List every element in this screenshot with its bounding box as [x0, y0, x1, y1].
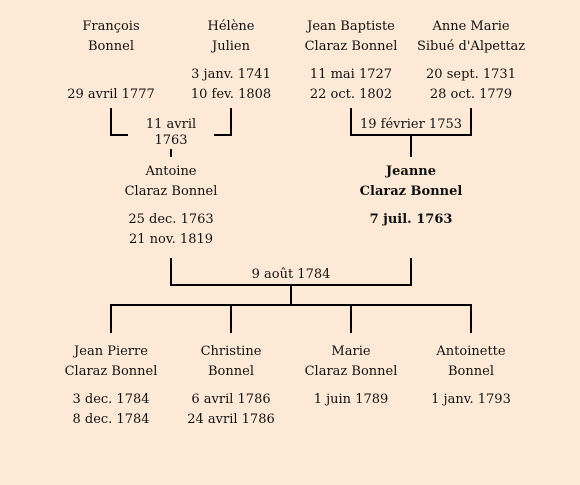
- person-death-date: 22 oct. 1802: [309, 87, 393, 102]
- person-name-last: Claraz Bonnel: [304, 364, 398, 379]
- person-death-date: 8 dec. 1784: [72, 412, 150, 427]
- person-name-first: François: [82, 19, 140, 34]
- person-name-last: Bonnel: [448, 364, 494, 379]
- person-francois-bonnel: François Bonnel 29 avril 1777: [46, 17, 176, 105]
- person-name-first: Antoinette: [436, 344, 506, 359]
- person-death-date: 21 nov. 1819: [128, 232, 214, 247]
- person-name-last: Bonnel: [88, 39, 134, 54]
- person-birth-date: [46, 65, 176, 85]
- person-name-last: Claraz Bonnel: [64, 364, 158, 379]
- person-birth-date: 6 avril 1786: [191, 392, 271, 407]
- person-name-last: Julien: [212, 39, 250, 54]
- person-name-last: Claraz Bonnel: [304, 39, 398, 54]
- person-jean-pierre-claraz-bonnel: Jean Pierre Claraz Bonnel 3 dec. 1784 8 …: [46, 342, 176, 430]
- person-birth-date: 3 janv. 1741: [191, 67, 271, 82]
- person-marie-claraz-bonnel: Marie Claraz Bonnel 1 juin 1789: [286, 342, 416, 410]
- person-name-first: Christine: [200, 344, 262, 359]
- marriage-date-left: 11 avril 1763: [128, 117, 214, 149]
- person-name-first: Jeanne: [385, 164, 437, 179]
- marriage-date-right: 19 février 1753: [357, 117, 465, 133]
- person-name-first: Jean Pierre: [74, 344, 148, 359]
- person-name-first: Antoine: [145, 164, 197, 179]
- person-name-first: Marie: [331, 344, 371, 359]
- person-christine-bonnel: Christine Bonnel 6 avril 1786 24 avril 1…: [166, 342, 296, 430]
- person-death-date: 24 avril 1786: [187, 412, 275, 427]
- person-name-first: Jean Baptiste: [307, 19, 395, 34]
- marriage-date-parents: 9 août 1784: [248, 267, 334, 283]
- person-jeanne-claraz-bonnel: Jeanne Claraz Bonnel 7 juil. 1763: [346, 162, 476, 230]
- person-death-date: 10 fev. 1808: [190, 87, 272, 102]
- person-birth-date: 25 dec. 1763: [128, 212, 214, 227]
- person-name-last: Claraz Bonnel: [359, 184, 463, 199]
- person-helene-julien: Hélène Julien 3 janv. 1741 10 fev. 1808: [166, 17, 296, 105]
- person-birth-date: 3 dec. 1784: [72, 392, 150, 407]
- person-birth-date: 11 mai 1727: [309, 67, 393, 82]
- person-birth-date: 1 janv. 1793: [431, 392, 511, 407]
- person-death-date: 28 oct. 1779: [429, 87, 513, 102]
- person-antoine-claraz-bonnel: Antoine Claraz Bonnel 25 dec. 1763 21 no…: [106, 162, 236, 250]
- person-birth-date: 7 juil. 1763: [369, 212, 453, 227]
- person-name-last: Bonnel: [208, 364, 254, 379]
- person-antoinette-bonnel: Antoinette Bonnel 1 janv. 1793: [406, 342, 536, 410]
- person-name-first: Hélène: [207, 19, 255, 34]
- person-anne-marie-sibue: Anne Marie Sibué d'Alpettaz 20 sept. 173…: [406, 17, 536, 105]
- person-name-last: Claraz Bonnel: [124, 184, 218, 199]
- person-jean-baptiste-claraz-bonnel: Jean Baptiste Claraz Bonnel 11 mai 1727 …: [286, 17, 416, 105]
- person-name-first: Anne Marie: [432, 19, 510, 34]
- person-birth-date: 1 juin 1789: [313, 392, 389, 407]
- person-birth-date: 20 sept. 1731: [426, 67, 516, 82]
- person-name-last: Sibué d'Alpettaz: [416, 39, 526, 54]
- person-death-date: 29 avril 1777: [67, 87, 155, 102]
